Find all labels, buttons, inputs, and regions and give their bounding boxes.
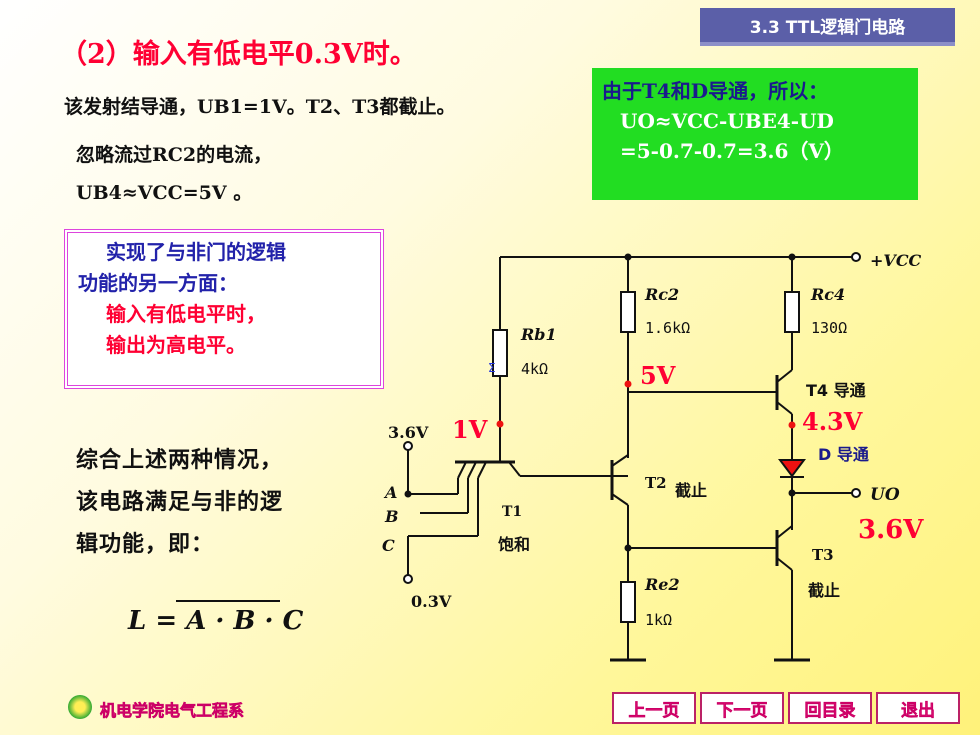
re2-value: 1kΩ	[645, 611, 672, 629]
highlight-line-1: 实现了与非门的逻辑	[106, 240, 286, 264]
page-title: （2）输入有低电平0.3V时。	[60, 39, 417, 70]
not-bar	[176, 600, 280, 602]
highlight-line-3: 输入有低电平时，	[106, 302, 266, 326]
t2-state: 截止	[675, 481, 707, 500]
node-e4-dot	[788, 421, 796, 429]
rc2-resistor	[620, 291, 636, 333]
output-terminal	[851, 488, 861, 498]
highlight-box: 实现了与非门的逻辑 功能的另一方面： 输入有低电平时， 输出为高电平。	[64, 229, 384, 389]
prev-page-button[interactable]: 上一页	[612, 692, 696, 724]
rb1-value: 4kΩ	[521, 360, 548, 378]
logic-formula: L = A · B · C	[128, 600, 304, 636]
t1-label: T1	[502, 504, 522, 520]
summary-line-3: 辑功能，即：	[76, 532, 215, 557]
node-b1-dot	[496, 420, 504, 428]
input-high-terminal	[403, 441, 413, 451]
highlight-line-2: 功能的另一方面：	[78, 271, 238, 295]
exit-button[interactable]: 退出	[876, 692, 960, 724]
v-out-label: 3.6V	[858, 515, 924, 545]
summary-line-2: 该电路满足与非的逻	[76, 490, 284, 515]
summary-text: 综合上述两种情况， 该电路满足与非的逻 辑功能，即：	[76, 440, 376, 566]
rc2-label: Rc2	[644, 285, 679, 304]
t1-emitter-a	[457, 461, 467, 479]
re2-label: Re2	[644, 575, 680, 594]
vcc-terminal	[851, 252, 861, 262]
input-high-label: 3.6V	[388, 423, 429, 442]
input-c-label: C	[382, 536, 395, 555]
t3-label: T3	[812, 546, 834, 564]
node-b4-dot	[624, 380, 632, 388]
t2-label: T2	[645, 474, 667, 492]
footer-org: 机电学院电气工程系	[100, 701, 245, 721]
text-line-2: 忽略流过RC2的电流，	[76, 144, 273, 166]
logic-formula-text: L = A · B · C	[128, 606, 304, 636]
input-low-label: 0.3V	[411, 592, 452, 611]
current-marker: Σ	[488, 361, 496, 375]
d-state: D 导通	[818, 445, 869, 464]
conclusion-intro: 由于T4和D导通，所以：	[602, 79, 829, 103]
text-line-3: UB4≈VCC=5V 。	[76, 182, 253, 204]
conclusion-formula: UO≈VCC-UBE4-UD	[620, 109, 834, 133]
table-of-contents-button[interactable]: 回目录	[788, 692, 872, 724]
next-page-button[interactable]: 下一页	[700, 692, 784, 724]
highlight-line-4: 输出为高电平。	[106, 333, 246, 357]
output-label: UO	[870, 485, 900, 505]
input-low-terminal	[403, 574, 413, 584]
summary-line-1: 综合上述两种情况，	[76, 448, 284, 473]
t1-emitter-c	[477, 461, 487, 479]
diode-d	[778, 459, 806, 478]
rc4-label: Rc4	[810, 285, 845, 304]
conclusion-result: =5-0.7-0.7=3.6（V）	[620, 139, 844, 163]
v-e4-label: 4.3V	[802, 407, 863, 436]
t3-state: 截止	[808, 581, 840, 600]
rc4-value: 130Ω	[811, 319, 847, 337]
t1-emitter-b	[467, 461, 477, 479]
rc2-value: 1.6kΩ	[645, 319, 690, 337]
vcc-label: +VCC	[870, 251, 922, 270]
input-a-label: A	[383, 483, 397, 502]
section-tab: 3.3 TTL逻辑门电路	[700, 8, 955, 46]
t1-collector	[508, 461, 521, 477]
text-line-1: 该发射结导通，UB1=1V。T2、T3都截止。	[64, 96, 456, 118]
rb1-label: Rb1	[520, 325, 557, 344]
rc4-resistor	[784, 291, 800, 333]
v-b1-label: 1V	[452, 415, 488, 444]
input-b-label: B	[384, 507, 399, 526]
college-logo-icon	[68, 695, 92, 719]
nav-bar: 上一页 下一页 回目录 退出	[612, 692, 960, 724]
t4-state: T4 导通	[806, 381, 866, 400]
t1-state: 饱和	[498, 535, 530, 554]
conclusion-box: 由于T4和D导通，所以： UO≈VCC-UBE4-UD =5-0.7-0.7=3…	[592, 68, 918, 200]
v-b4-label: 5V	[640, 361, 676, 390]
re2-resistor	[620, 581, 636, 623]
